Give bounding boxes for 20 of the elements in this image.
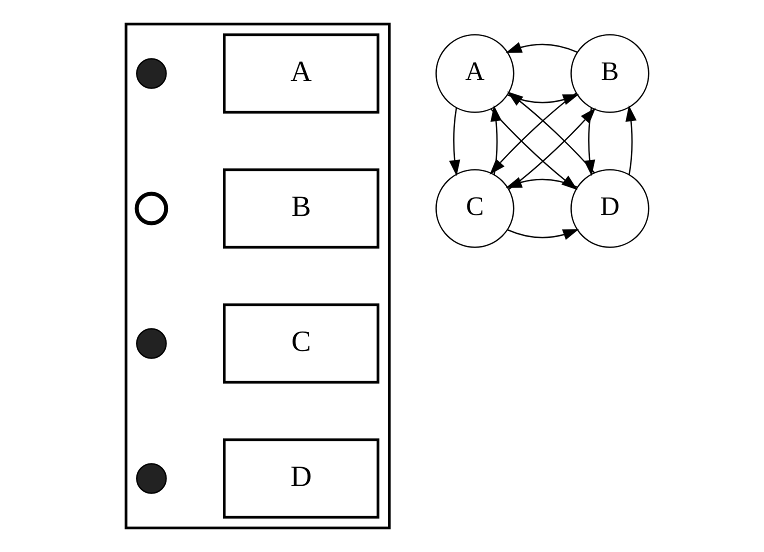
node-circle: C	[435, 169, 514, 248]
node-circle	[136, 463, 167, 494]
arrow	[507, 91, 595, 174]
cluster	[124, 22, 391, 530]
node-circle: A	[435, 34, 514, 113]
node-box: D	[222, 438, 380, 519]
node-circle	[136, 328, 167, 359]
arrow	[625, 105, 637, 175]
arrow	[507, 229, 580, 240]
arrow	[506, 42, 578, 53]
node-box: B	[222, 168, 380, 249]
node-circle: B	[570, 34, 650, 113]
node-circle	[136, 58, 167, 89]
arrow	[449, 108, 460, 176]
node-box: A	[222, 33, 380, 114]
arrow	[506, 177, 578, 188]
node-box: C	[222, 303, 380, 384]
node-circle: D	[570, 169, 650, 248]
arrow	[490, 105, 502, 175]
node-circle	[134, 192, 168, 226]
